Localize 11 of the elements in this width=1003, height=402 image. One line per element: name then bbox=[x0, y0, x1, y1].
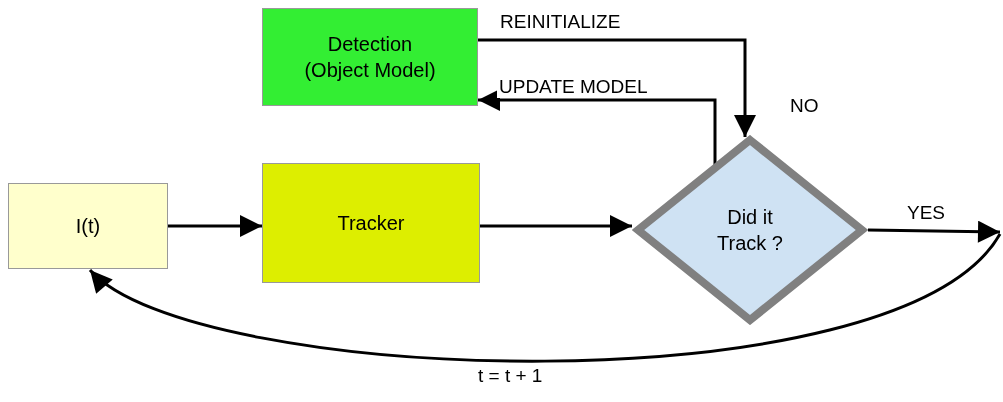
arrow bbox=[480, 215, 632, 237]
branch-label: NO bbox=[789, 96, 820, 117]
process-box: I(t) bbox=[8, 183, 168, 269]
arrow bbox=[478, 38, 756, 137]
process-box: Detection (Object Model) bbox=[262, 8, 478, 106]
arrow bbox=[168, 215, 262, 237]
process-box: Tracker bbox=[262, 163, 480, 283]
decision-diamond: Did it Track ? bbox=[632, 135, 868, 325]
arrow bbox=[89, 232, 1002, 363]
edge-label: UPDATE MODEL bbox=[497, 77, 650, 98]
arrow bbox=[867, 220, 1001, 243]
